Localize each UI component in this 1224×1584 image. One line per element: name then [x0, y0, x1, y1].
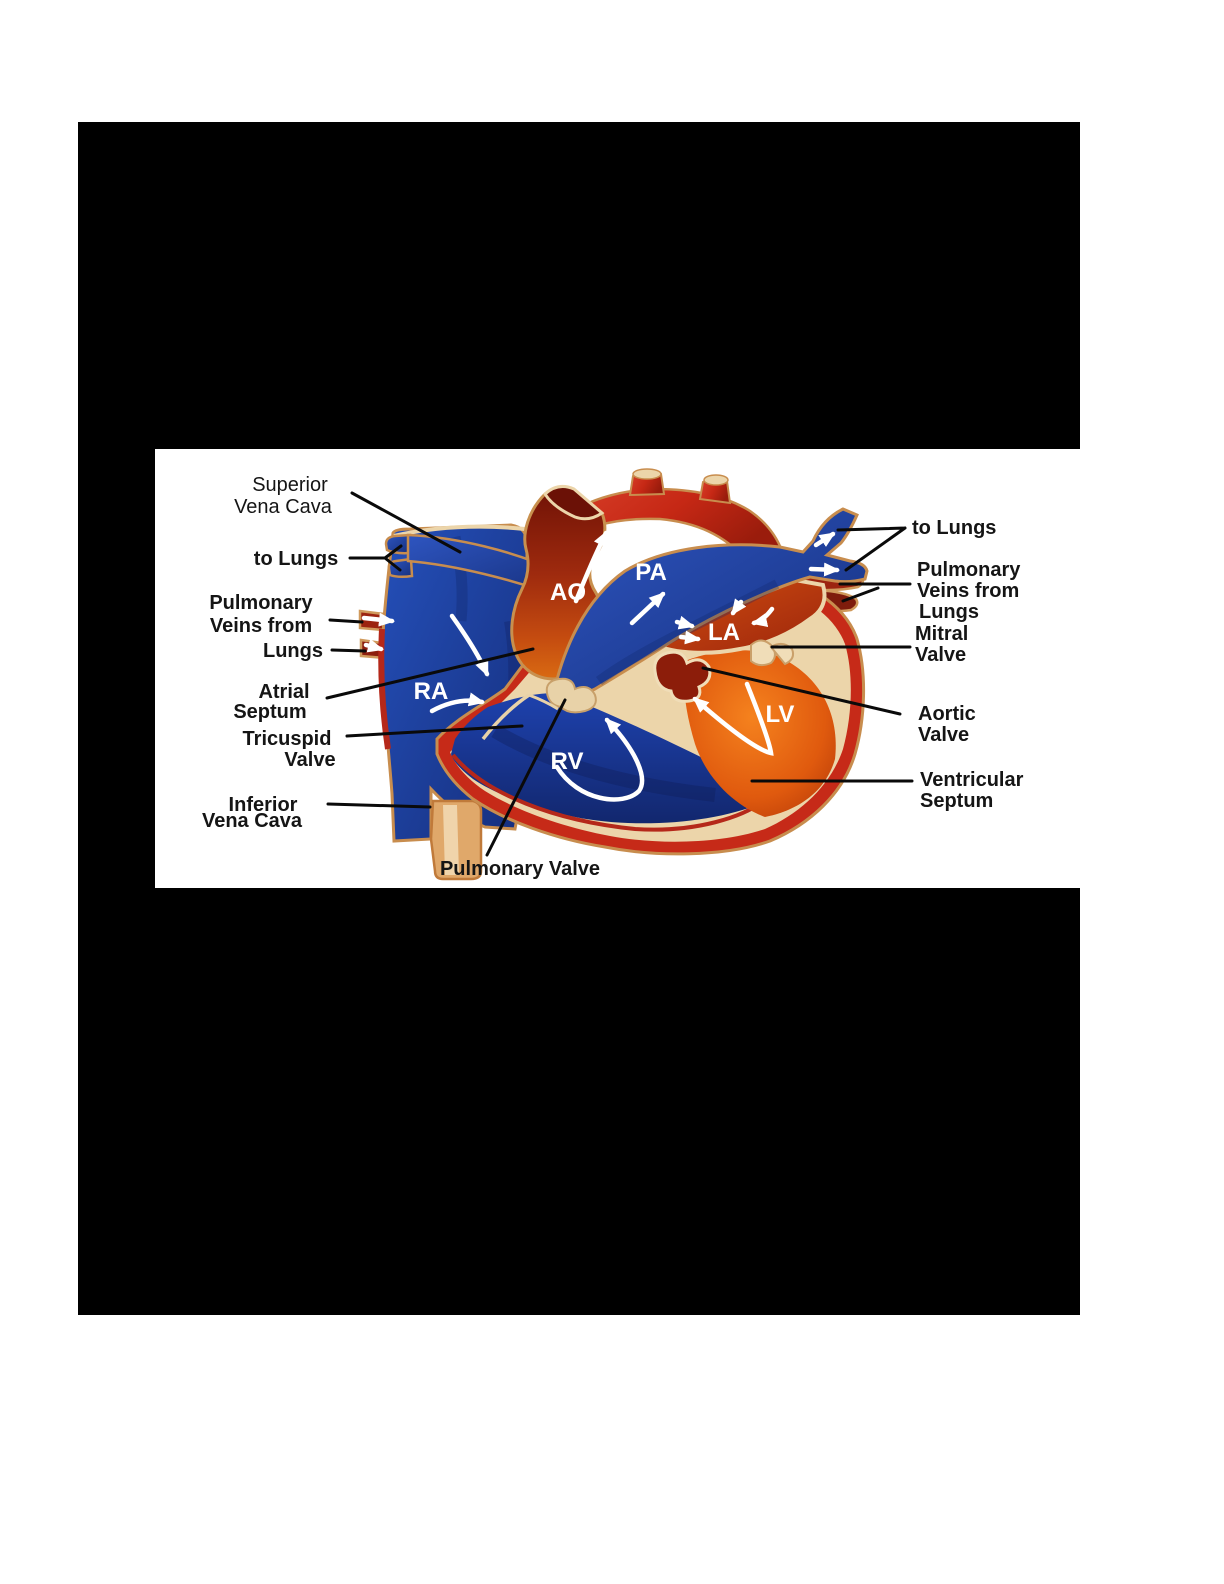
- leader-pulmonary-valve: [485, 698, 567, 857]
- leader-inferior-vena-cava: [326, 802, 432, 809]
- label-ventricular-septum-line-1: Ventricular: [920, 769, 1024, 791]
- label-to-lungs-left: to Lungs: [254, 548, 338, 570]
- label-tricuspid-valve-line-2: Valve: [284, 749, 335, 771]
- chamber-label-ra: RA: [414, 678, 449, 705]
- label-tricuspid-valve-line-1: Tricuspid: [243, 728, 332, 750]
- flow-arrow-pa-lower-branch: [808, 562, 840, 577]
- chamber-label-ao: AO: [550, 579, 586, 606]
- blood-flow-arrows: [361, 530, 840, 802]
- label-pulmonary-veins-left-line-1: Pulmonary: [209, 592, 313, 614]
- pulmonary-artery-shape: [551, 507, 869, 699]
- rv-red-lining: [451, 753, 768, 832]
- left-ventricle-shape: [683, 650, 836, 817]
- chamber-label-pa: PA: [635, 559, 667, 586]
- label-aortic-valve-line-1: Aortic: [918, 703, 976, 725]
- right-labels: to Lungs Pulmonary Veins from Lungs Mitr…: [912, 517, 1024, 812]
- flow-arrow-pa-upper-branch: [813, 531, 836, 548]
- flow-arrow-vein-left-upper: [361, 612, 395, 627]
- flow-arrow-lv: [692, 681, 774, 756]
- label-aortic-valve-line-2: Valve: [918, 724, 969, 746]
- leader-superior-vena-cava: [350, 491, 462, 554]
- flow-arrow-la-1: [674, 615, 695, 630]
- flow-arrow-ra: [429, 692, 485, 714]
- flow-arrow-la-3: [730, 598, 747, 616]
- label-pulmonary-veins-left-line-3: Lungs: [263, 640, 323, 662]
- label-inferior-vena-cava-line-1: Inferior: [229, 794, 298, 816]
- superior-vena-cava-rim: [393, 524, 526, 538]
- label-mitral-valve-line-1: Mitral: [915, 623, 968, 645]
- leader-pulmonary-veins-left-upper: [328, 618, 364, 624]
- flow-arrow-la-2: [678, 630, 701, 645]
- leader-aortic-valve: [701, 666, 902, 716]
- flow-arrow-svc: [449, 613, 490, 677]
- flow-arrow-pa: [629, 591, 666, 626]
- mitral-valve-shape: [750, 639, 795, 667]
- right-pulmonary-artery-shape: [384, 533, 563, 599]
- flow-arrow-vein-left-lower: [363, 638, 384, 653]
- heart-diagram-svg: Superior Vena Cava to Lungs Pulmonary Ve…: [202, 468, 1024, 881]
- leader-to-lungs-right: [836, 526, 907, 572]
- chamber-label-rv: RV: [551, 748, 584, 775]
- chamber-label-lv: LV: [766, 701, 795, 728]
- label-pulmonary-veins-right-line-3: Lungs: [919, 601, 979, 623]
- right-ventricle-shape: [451, 693, 768, 824]
- heart-diagram-figure: Superior Vena Cava to Lungs Pulmonary Ve…: [155, 449, 1080, 888]
- aortic-arch-shape: [551, 468, 784, 561]
- label-pulmonary-valve: Pulmonary Valve: [440, 858, 600, 880]
- leader-atrial-septum: [325, 647, 535, 700]
- label-mitral-valve-line-2: Valve: [915, 644, 966, 666]
- label-pulmonary-veins-right-line-2: Veins from: [917, 580, 1019, 602]
- flow-arrow-ao: [573, 530, 609, 604]
- label-inferior-vena-cava-line-2: Vena Cava: [202, 810, 303, 832]
- leader-pulmonary-veins-right-lower: [841, 586, 880, 603]
- rv-shading: [491, 724, 716, 802]
- label-atrial-septum-line-2: Septum: [233, 701, 306, 723]
- chamber-labels: AO PA RA RV LA LV: [414, 559, 795, 775]
- label-superior-vena-cava-line-1: Superior: [252, 474, 328, 496]
- aortic-valve-shape: [653, 650, 712, 703]
- label-to-lungs-right: to Lungs: [912, 517, 996, 539]
- flow-arrow-rv: [554, 717, 645, 802]
- label-superior-vena-cava-line-2: Vena Cava: [234, 496, 333, 518]
- inferior-vena-cava-wall-shape: [429, 799, 483, 881]
- leader-to-lungs-left: [348, 544, 403, 572]
- leader-lines: [325, 491, 914, 857]
- tricuspid-valve-shape: [481, 693, 559, 741]
- chamber-label-la: LA: [708, 619, 740, 646]
- pa-shading: [596, 579, 780, 686]
- label-pulmonary-veins-left-line-2: Veins from: [210, 615, 312, 637]
- label-pulmonary-veins-right-line-1: Pulmonary: [917, 559, 1021, 581]
- leader-pulmonary-veins-left-lower: [330, 648, 367, 653]
- label-ventricular-septum-line-2: Septum: [920, 790, 993, 812]
- leader-tricuspid-valve: [345, 724, 524, 738]
- label-atrial-septum-line-1: Atrial: [258, 681, 309, 703]
- flow-arrow-la-4: [751, 606, 775, 628]
- left-labels: Superior Vena Cava to Lungs Pulmonary Ve…: [202, 474, 600, 880]
